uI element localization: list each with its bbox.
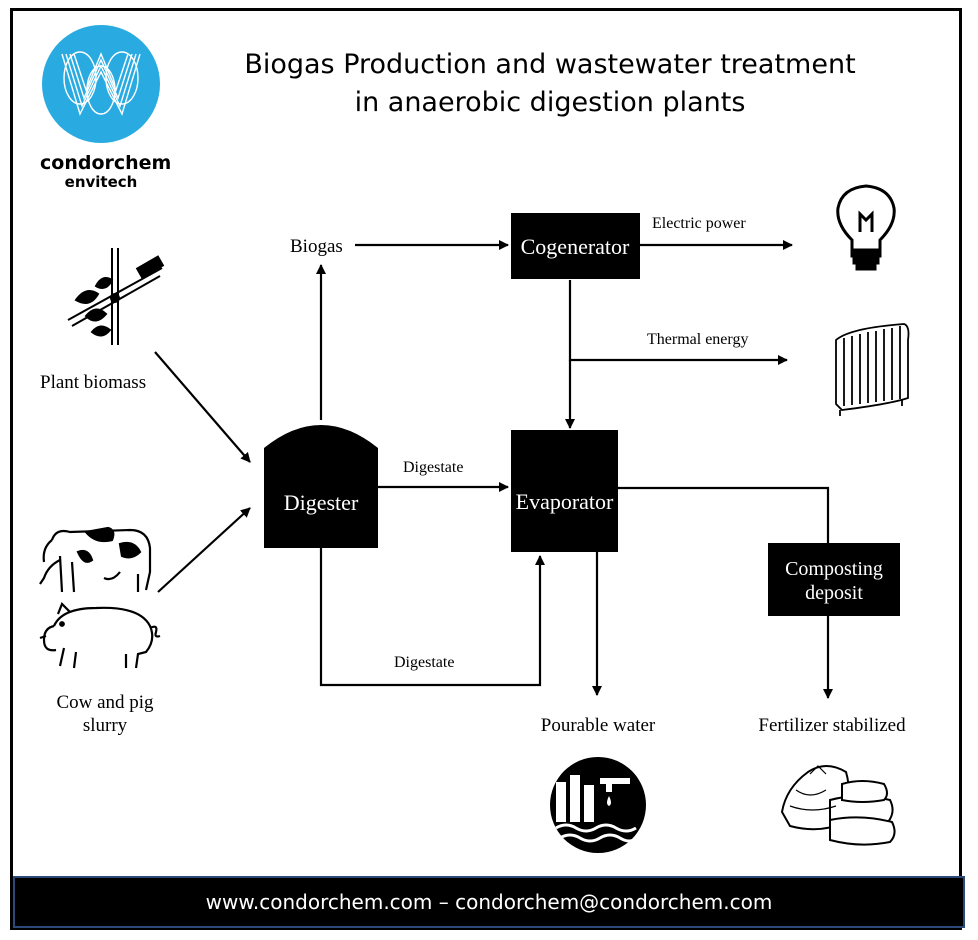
evaporator-block [511,430,618,552]
title-line-1: Biogas Production and wastewater treatme… [244,49,856,80]
fertilizer-sacks-icon [780,765,896,846]
evaporator-label: Evaporator [516,489,614,514]
logo-badge [42,25,160,143]
brand-sub: envitech [64,173,138,191]
brand-logo: condorchem envitech [40,25,172,191]
digestate-bottom-label: Digestate [394,654,454,671]
process-diagram: Digester Cogenerator Evaporator Composti… [39,184,910,853]
footer-bar: www.condorchem.com – condorchem@condorch… [13,876,965,928]
title-line-2: in anaerobic digestion plants [354,87,746,118]
thermal-energy-label: Thermal energy [647,331,748,348]
plant-biomass-label: Plant biomass [40,372,146,393]
slurry-label-line-2: slurry [83,715,128,736]
page-title: Biogas Production and wastewater treatme… [200,46,900,122]
fertilizer-label: Fertilizer stabilized [758,715,906,736]
electric-power-label: Electric power [652,215,746,232]
cow-icon [39,526,152,593]
water-treatment-icon [550,757,646,853]
pig-icon [39,602,161,669]
cogenerator-to-thermal-arrow [568,280,788,365]
slurry-label-line-1: Cow and pig [56,692,154,713]
light-bulb-icon [836,184,896,271]
w-logo-icon [61,51,141,116]
brand-name: condorchem [40,152,172,174]
biomass-to-digester-arrow [154,351,251,463]
digester-block [264,425,378,548]
evaporator-to-composting-line [618,486,830,543]
cogenerator-block [511,213,640,279]
digester-label: Digester [284,490,359,515]
composting-label-line-1: Composting [785,558,883,580]
composting-label-line-2: deposit [805,582,863,604]
radiator-icon [835,323,910,416]
cogenerator-label: Cogenerator [521,234,630,259]
composting-block [768,543,900,616]
pruning-shears-icon [67,248,165,345]
digestate-loop-arrow [319,548,545,687]
slurry-to-digester-arrow [157,507,251,593]
pourable-water-label: Pourable water [541,715,656,736]
footer-contact-text: www.condorchem.com – condorchem@condorch… [205,890,773,914]
biogas-label: Biogas [290,236,343,257]
digestate-top-label: Digestate [403,459,463,476]
